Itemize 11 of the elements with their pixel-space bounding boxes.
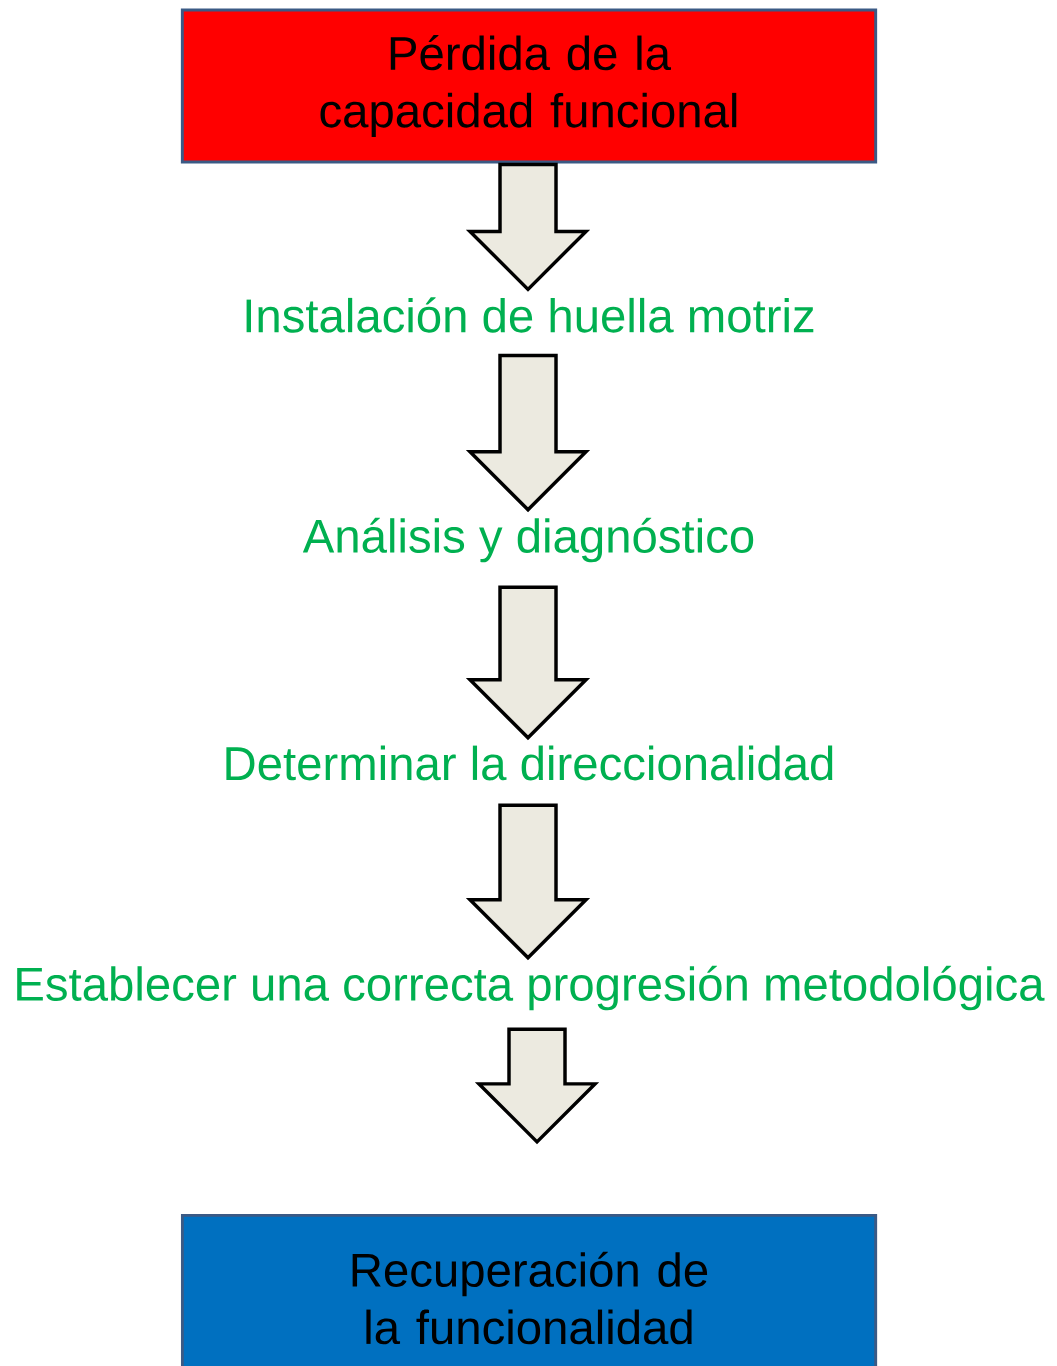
process-box: Pérdida de la capacidad funcional [180, 8, 878, 164]
block-arrow [465, 353, 591, 513]
result-box: Recuperación de la funcionalidad [180, 1213, 878, 1366]
block-arrow [474, 1027, 600, 1145]
step-text: Establecer una correcta progresión metodológica [17, 965, 1045, 1011]
block-arrow [465, 162, 591, 292]
step-text: Análisis y diagnóstico [302, 517, 754, 563]
step-text: Determinar la direccionalidad [226, 745, 833, 781]
step-text: Instalación de huella motriz [246, 297, 814, 333]
block-arrow [465, 585, 591, 741]
block-arrow [465, 803, 591, 961]
